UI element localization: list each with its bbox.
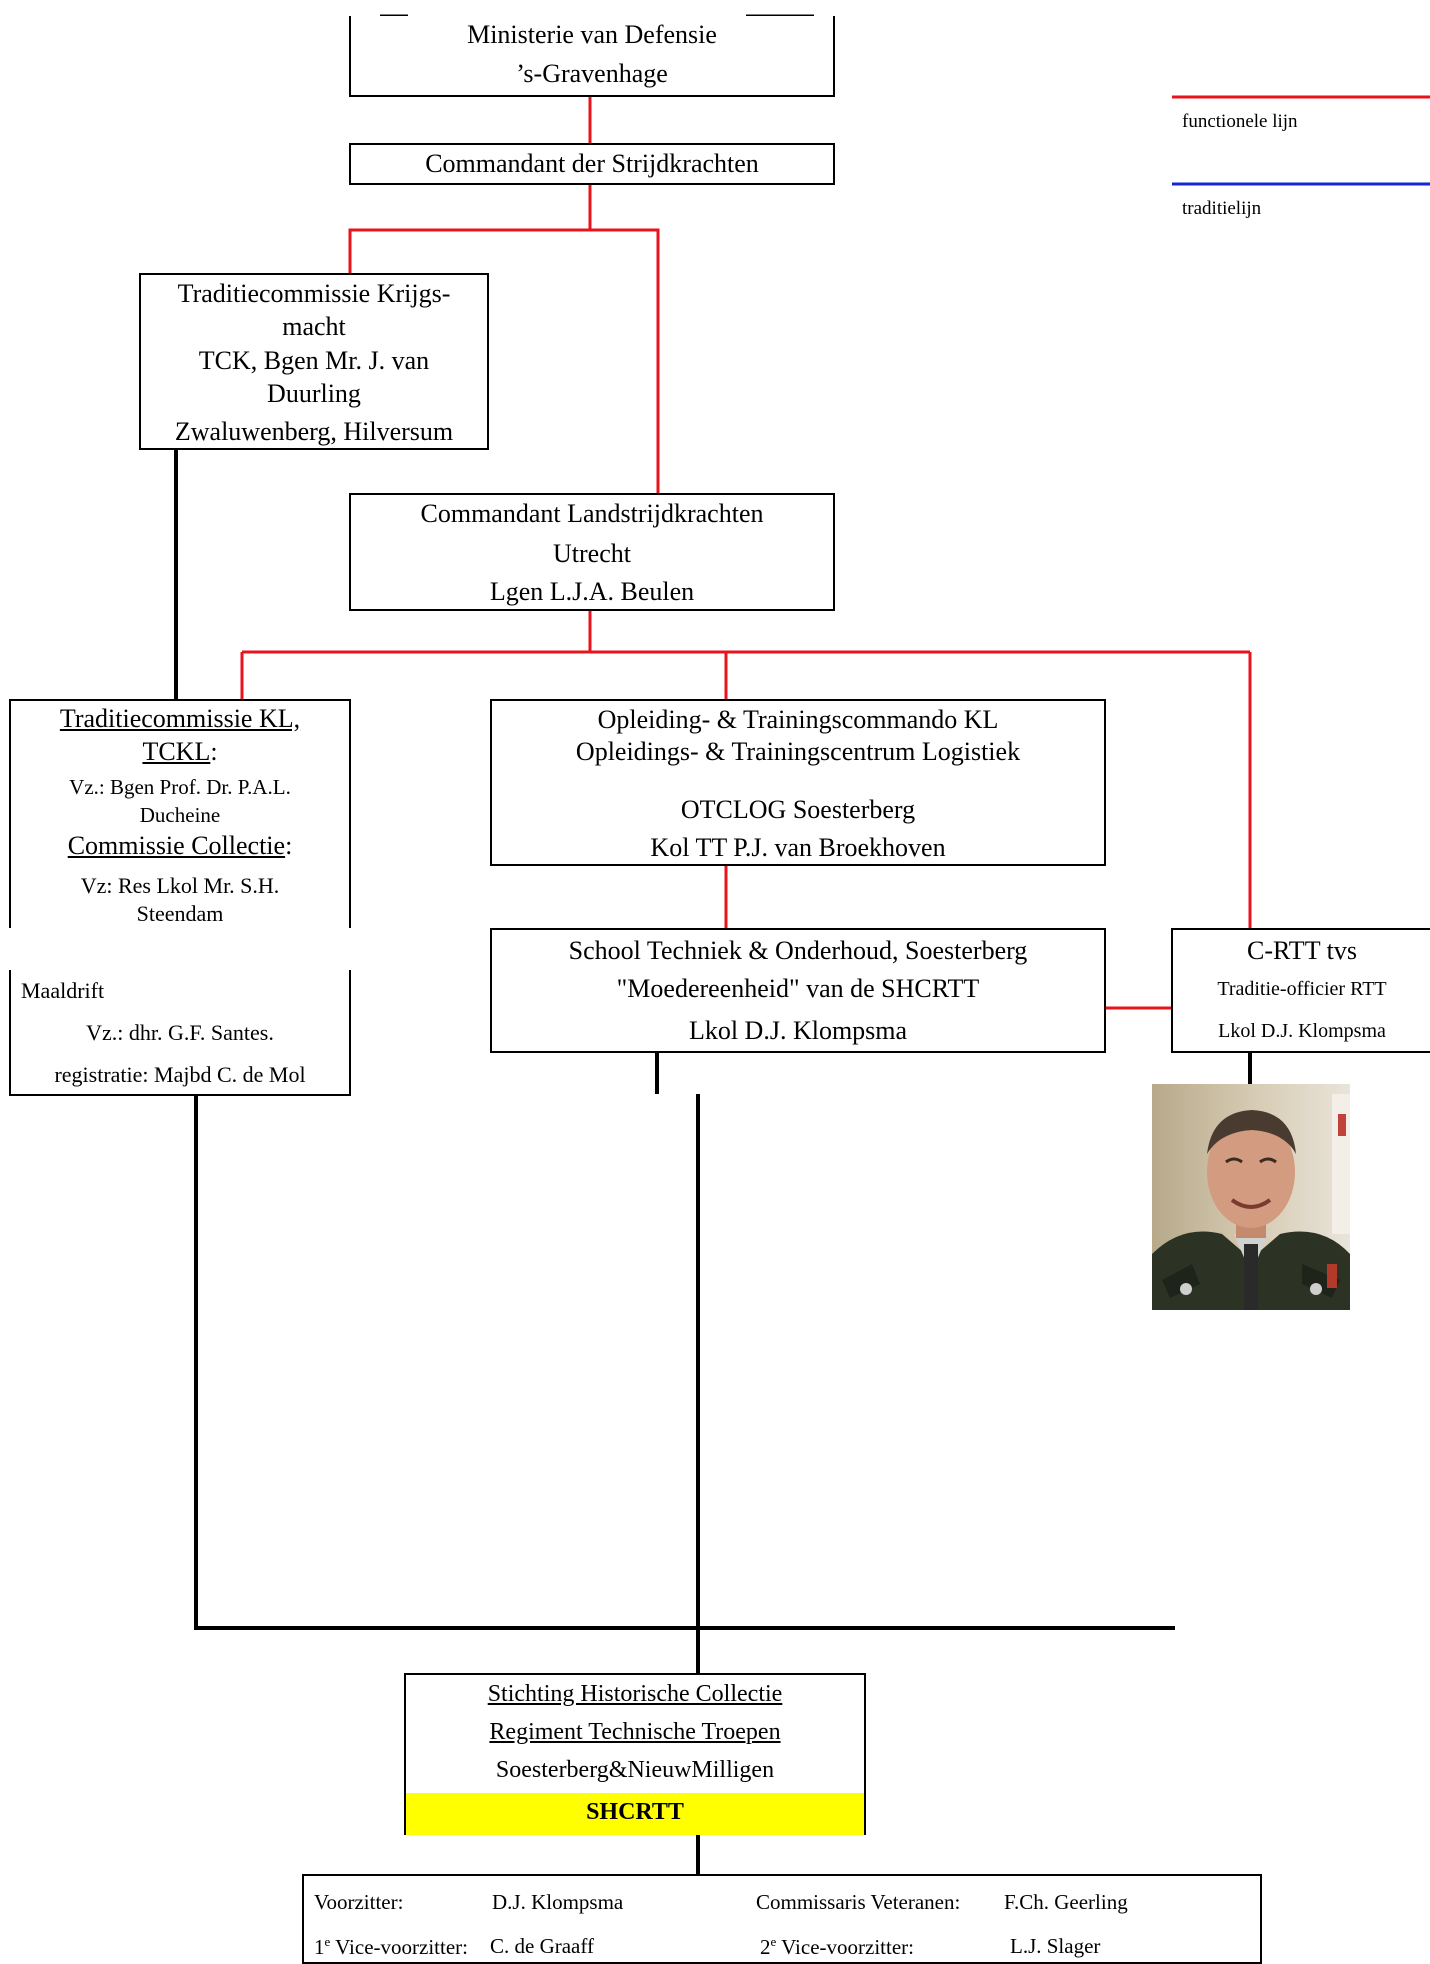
tckl-title1-text: Traditiecommissie KL, [59,704,301,733]
box-tckl: Traditiecommissie KL, TCKL: Vz.: Bgen Pr… [9,699,351,928]
tckl-title2-colon: : [210,737,218,766]
roster-role-vice2: 2e Vice-voorzitter: [760,1934,914,1960]
tckl-collectie: Commissie Collectie: [11,831,349,861]
tck-line2: macht [282,312,346,341]
roster-name-vice1: C. de Graaff [490,1934,594,1958]
roster-vice1-num: 1 [314,1935,325,1959]
shcrtt-highlight: SHCRTT [406,1793,864,1835]
tckl-title1: Traditiecommissie KL, [11,704,349,734]
box-shcrtt: Stichting Historische Collectie Regiment… [404,1673,866,1835]
board-roster: Voorzitter: D.J. Klompsma Commissaris Ve… [302,1874,1262,1964]
roster-vice1-role: Vice-voorzitter: [335,1935,468,1959]
tckl-collectie-text: Commissie Collectie [67,831,286,860]
roster-vice2-sup: e [770,1934,777,1949]
box-commandant-landstrijdkrachten: Commandant Landstrijdkrachten Utrecht Lg… [349,493,835,611]
crtt-line3: Lkol D.J. Klompsma [1218,1020,1386,1042]
roster-vice1-sup: e [324,1934,331,1949]
roster-name-commissaris: F.Ch. Geerling [1004,1890,1128,1914]
tckl-vz1a: Vz.: Bgen Prof. Dr. P.A.L. [69,775,291,799]
shcrtt-line2-text: Regiment Technische Troepen [489,1719,781,1745]
roster-name-voorzitter: D.J. Klompsma [492,1890,624,1914]
tckl-title2-text: TCKL [142,737,211,766]
school-line3: Lkol D.J. Klompsma [688,1016,908,1045]
tckl-collectie-colon: : [285,831,293,860]
shcrtt-abbrev: SHCRTT [586,1799,684,1825]
legend-functional-label: functionele lijn [1182,111,1298,132]
box-maaldrift: Maaldrift Vz.: dhr. G.F. Santes. registr… [9,970,351,1096]
maaldrift-registratie: registratie: Majbd C. de Mol [54,1062,306,1087]
box-commandant-strijdkrachten: Commandant der Strijdkrachten [349,143,835,185]
roster-role-voorzitter: Voorzitter: [314,1890,404,1914]
cls-title: Commandant Landstrijdkrachten [420,499,764,528]
shcrtt-line1-text: Stichting Historische Collectie [487,1681,783,1707]
shcrtt-line1: Stichting Historische Collectie [406,1681,864,1708]
tck-line5: Zwaluwenberg, Hilversum [174,417,454,446]
portrait-photo [1152,1084,1350,1310]
tck-line3: TCK, Bgen Mr. J. van [198,346,430,375]
box-school-techniek-onderhoud: School Techniek & Onderhoud, Soesterberg… [490,928,1106,1053]
roster-vice2-role: Vice-voorzitter: [781,1935,914,1959]
maaldrift-title: Maaldrift [21,978,105,1003]
ministerie-location: ’s-Gravenhage [516,59,668,88]
box-c-rtt: C-RTT tvs Traditie-officier RTT Lkol D.J… [1171,928,1430,1053]
ministerie-name: Ministerie van Defensie [467,20,717,49]
box-ministerie: Ministerie van Defensie ’s-Gravenhage [349,16,835,97]
tckl-vz2a: Vz: Res Lkol Mr. S.H. [80,873,280,898]
crtt-line2: Traditie-officier RTT [1217,978,1387,1000]
functional-lines [240,97,1252,1010]
otc-line1: Opleiding- & Trainingscommando KL [597,705,999,734]
otc-line3: OTCLOG Soesterberg [680,795,916,824]
shcrtt-line3: Soesterberg&NieuwMilligen [495,1757,775,1783]
roster-vice2-num: 2 [760,1935,771,1959]
shcrtt-line2: Regiment Technische Troepen [406,1719,864,1746]
box-traditiecommissie-krijgsmacht: Traditiecommissie Krijgs- macht TCK, Bge… [139,273,489,450]
tck-line1: Traditiecommissie Krijgs- [177,279,451,308]
tckl-title2: TCKL: [11,737,349,767]
tckl-vz1b: Ducheine [139,803,221,827]
legend-tradition-label: traditielijn [1182,198,1262,219]
roster-role-commissaris: Commissaris Veteranen: [756,1890,961,1914]
otc-line4: Kol TT P.J. van Broekhoven [650,833,946,862]
roster-role-vice1: 1e Vice-voorzitter: [314,1934,468,1960]
crtt-line1: C-RTT tvs [1247,936,1357,965]
box-opleiding-trainingscommando: Opleiding- & Trainingscommando KL Opleid… [490,699,1106,866]
tckl-vz2b: Steendam [136,901,224,926]
otc-line2: Opleidings- & Trainingscentrum Logistiek [575,737,1021,766]
cls-location: Utrecht [553,539,631,568]
legend-lines [1172,95,1430,186]
roster-name-vice2: L.J. Slager [1010,1934,1101,1958]
maaldrift-vz: Vz.: dhr. G.F. Santes. [86,1020,274,1045]
school-line2: "Moedereenheid" van de SHCRTT [616,974,980,1003]
school-line1: School Techniek & Onderhoud, Soesterberg [568,936,1028,965]
cds-title: Commandant der Strijdkrachten [425,149,759,178]
tck-line4: Duurling [267,379,361,408]
cls-commander: Lgen L.J.A. Beulen [489,577,695,606]
black-lines [174,450,1252,1874]
